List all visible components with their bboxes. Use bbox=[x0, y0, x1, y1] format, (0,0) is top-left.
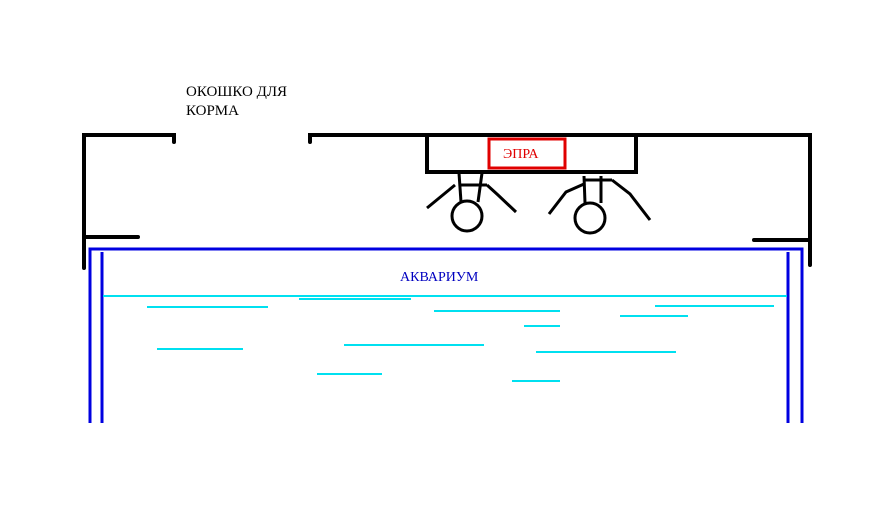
lamp-right bbox=[547, 175, 652, 235]
ballast-label: ЭПРА bbox=[503, 147, 539, 162]
water-lines bbox=[103, 295, 787, 382]
feed-window-label-line1: ОКОШКО ДЛЯ bbox=[186, 84, 288, 100]
lid-frame bbox=[82, 133, 812, 270]
feed-window-label-line2: КОРМА bbox=[186, 103, 239, 119]
lamp-left bbox=[426, 172, 518, 233]
lamp-housing bbox=[425, 135, 638, 174]
tank-walls bbox=[88, 247, 804, 423]
aquarium-label: АКВАРИУМ bbox=[400, 270, 479, 285]
ballast-box bbox=[487, 137, 567, 170]
